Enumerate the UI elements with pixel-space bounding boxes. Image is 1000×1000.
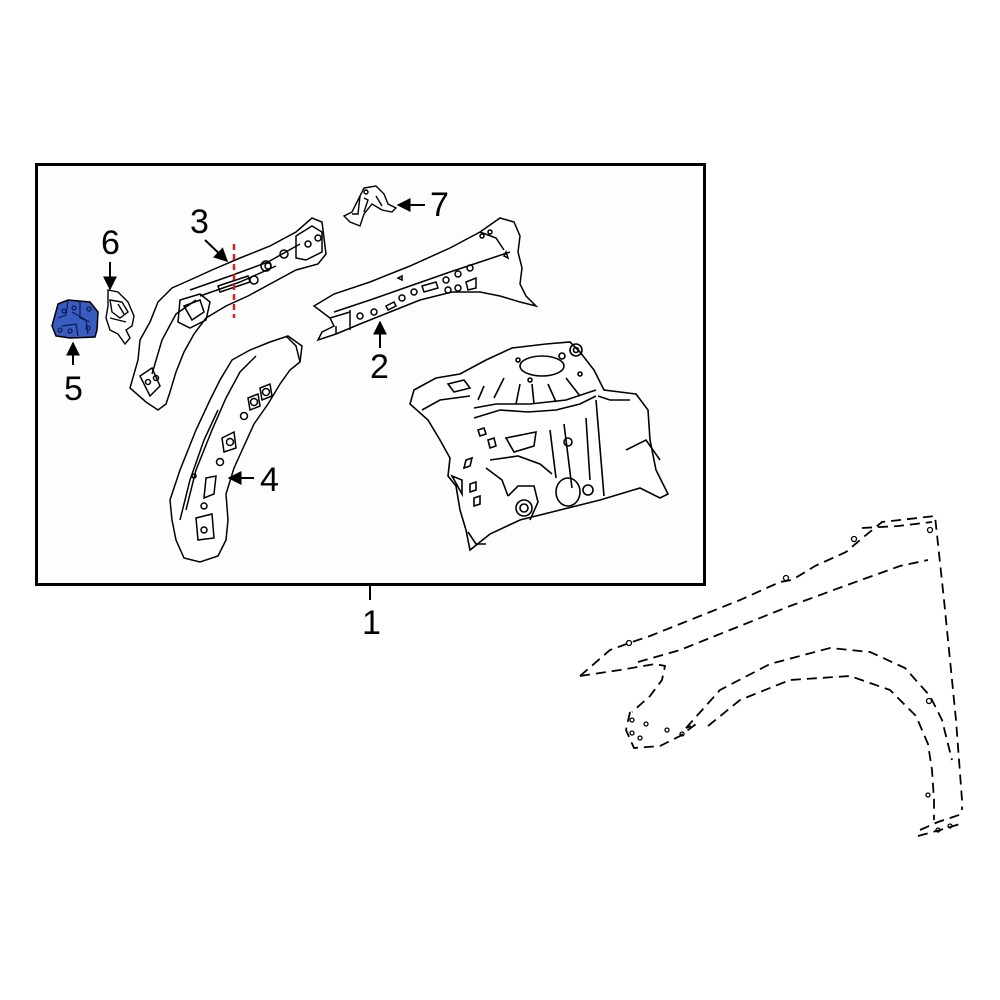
callout-5[interactable]: 5 bbox=[64, 370, 83, 408]
part-4-rail-reinforcement[interactable] bbox=[169, 335, 303, 563]
part-6-gusset[interactable] bbox=[105, 289, 135, 346]
part-5-bracket[interactable] bbox=[51, 299, 99, 339]
part-3-apron-rail[interactable] bbox=[129, 217, 327, 411]
part-2-upper-rail[interactable] bbox=[312, 217, 539, 342]
callout-7[interactable]: 7 bbox=[430, 186, 449, 224]
callout-4[interactable]: 4 bbox=[260, 461, 279, 499]
part-7-support-bracket[interactable] bbox=[342, 185, 398, 227]
fender-ghost-outline bbox=[579, 515, 963, 837]
callout-1[interactable]: 1 bbox=[362, 604, 381, 642]
callout-2[interactable]: 2 bbox=[370, 348, 389, 386]
fender-holes bbox=[625, 526, 953, 833]
callout-3[interactable]: 3 bbox=[190, 203, 209, 241]
inner-apron-panel[interactable] bbox=[409, 341, 670, 552]
callout-6[interactable]: 6 bbox=[101, 224, 120, 262]
arrow-3 bbox=[204, 239, 229, 262]
